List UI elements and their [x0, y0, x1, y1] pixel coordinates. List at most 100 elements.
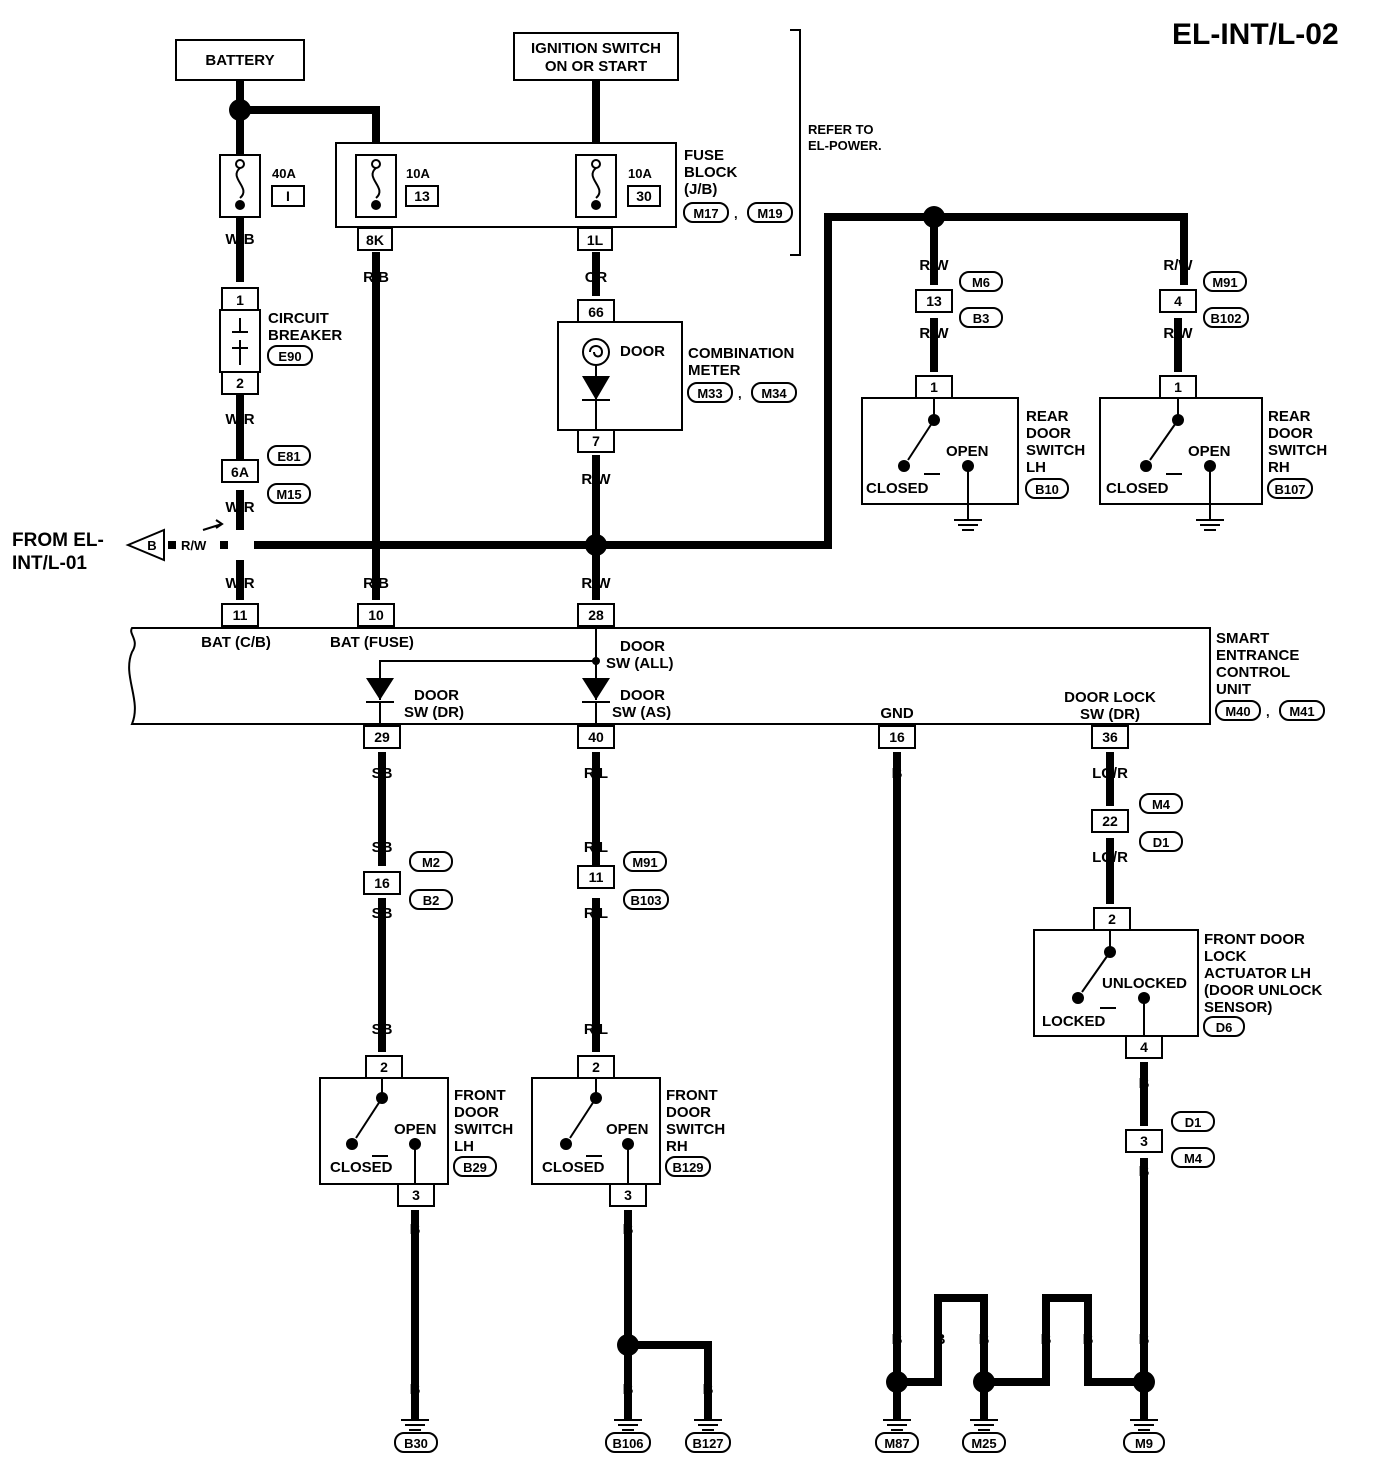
unit-pin16-box: [878, 725, 916, 749]
j6a-c2-tag: [267, 483, 311, 504]
unit-label-4: UNIT: [1216, 681, 1251, 698]
j4-c1: M91: [1212, 275, 1237, 290]
ignition-switch-box: [513, 32, 679, 81]
wire-rl-3: R/L: [584, 905, 608, 922]
j16-c1-tag: [409, 851, 453, 872]
j11-box: [577, 865, 615, 889]
pin-8k: 8K: [366, 232, 384, 248]
j22-c2-tag: [1139, 831, 1183, 852]
wire-sb-3: SB: [372, 905, 393, 922]
fuse-40a-amp: 40A: [272, 166, 296, 181]
wire-b-actuator: B: [1139, 1075, 1150, 1092]
front-rh-closed: CLOSED: [542, 1159, 605, 1176]
ground-m25: M25: [971, 1436, 996, 1451]
fuse-40a-id: I: [286, 188, 290, 204]
rear-rh-conn-tag: [1267, 478, 1313, 499]
ignition-label-line2: ON OR START: [545, 58, 647, 75]
battery-junction-dot: [229, 99, 251, 121]
unit-pin10-box: [357, 603, 395, 627]
wire-lgr-2: LG/R: [1092, 849, 1128, 866]
ground-m9: M9: [1135, 1436, 1153, 1451]
cb-pin2-box: [221, 371, 259, 395]
fuse-block-conn2: M19: [757, 206, 782, 221]
wire-b-gbus-4: B: [1083, 1331, 1094, 1348]
unit-label-2: ENTRANCE: [1216, 647, 1299, 664]
circuit-breaker-symbol: [232, 318, 248, 365]
j13-c2-tag: [959, 307, 1003, 328]
ground-m87: M87: [884, 1436, 909, 1451]
pin-8k-box: [357, 227, 393, 251]
wire-b-gbus-3: B: [1041, 1331, 1052, 1348]
unit-lock-sw-1: DOOR LOCK: [1064, 689, 1156, 706]
rear-rh-label-3: SWITCH: [1268, 442, 1327, 459]
cb-label-line2: BREAKER: [268, 327, 342, 344]
refer-line1: REFER TO: [808, 122, 874, 137]
fuse-10a-30: [575, 154, 617, 218]
fuse-40a-id-box: [271, 185, 305, 207]
cb-label-line1: CIRCUIT: [268, 310, 329, 327]
j13-c1: M6: [972, 275, 990, 290]
wire-b-b127: B: [703, 1381, 714, 1398]
diode-dr-icon: [366, 678, 394, 700]
meter-conn2-tag: [751, 382, 797, 403]
diode-as-icon: [582, 678, 610, 700]
combination-meter-box: [557, 321, 683, 431]
unit-door-sw-dr-1: DOOR: [414, 687, 459, 704]
from-ref-wire-stub2: [220, 541, 228, 549]
meter-label-line2: METER: [688, 362, 741, 379]
wire-rl-4: R/L: [584, 1021, 608, 1038]
meter-label-line1: COMBINATION: [688, 345, 794, 362]
front-rh-open: OPEN: [606, 1121, 649, 1138]
wire-wr-1: W/R: [225, 411, 254, 428]
unit-door-sw-all-2: SW (ALL): [606, 655, 673, 672]
wire-rb-top: R/B: [363, 269, 389, 286]
j4-pin: 4: [1174, 293, 1182, 309]
wire-rw-rear-lh-1: R/W: [919, 257, 949, 274]
j3-c2-tag: [1171, 1147, 1215, 1168]
unit-bat-fuse: BAT (FUSE): [330, 634, 414, 651]
front-lh-open: OPEN: [394, 1121, 437, 1138]
rear-door-junction-dot: [923, 206, 945, 228]
ground-junction-dot: [617, 1334, 639, 1356]
unit-bat-cb: BAT (C/B): [201, 634, 271, 651]
j13-c1-tag: [959, 271, 1003, 292]
fuse-40a: [219, 154, 261, 218]
refer-line2: EL-POWER.: [808, 138, 882, 153]
j4-c1-tag: [1203, 271, 1247, 292]
rear-lh-closed: CLOSED: [866, 480, 929, 497]
front-rh-pin3: 3: [624, 1187, 632, 1203]
control-unit-box: [128, 627, 1211, 725]
front-rh-pin2: 2: [592, 1059, 600, 1075]
rear-lh-label-2: DOOR: [1026, 425, 1071, 442]
fuse-30-id: 30: [636, 188, 652, 204]
wire-b-frh-2: B: [623, 1381, 634, 1398]
front-lh-label-4: LH: [454, 1138, 474, 1155]
j11-pin: 11: [589, 869, 604, 885]
meter-pin66: 66: [588, 304, 604, 320]
unit-door-sw-as-2: SW (AS): [612, 704, 671, 721]
unit-label-1: SMART: [1216, 630, 1269, 647]
j22-c2: D1: [1153, 835, 1170, 850]
unit-label-3: CONTROL: [1216, 664, 1290, 681]
wire-rw-rear-rh-2: R/W: [1163, 325, 1193, 342]
unit-pin29-box: [363, 725, 401, 749]
actuator-label-2: LOCK: [1204, 948, 1247, 965]
actuator-label-3: ACTUATOR LH: [1204, 965, 1311, 982]
front-lh-label-2: DOOR: [454, 1104, 499, 1121]
wire-wr-3: W/R: [225, 575, 254, 592]
fuse-block-comma: ,: [734, 206, 738, 221]
from-ref-arrow-tag: [125, 528, 165, 562]
front-rh-label-3: SWITCH: [666, 1121, 725, 1138]
pin-1l-box: [577, 227, 613, 251]
fuse-block-line2: BLOCK: [684, 164, 737, 181]
ground-b127-tag: [685, 1432, 731, 1453]
rear-lh-switch-box: [861, 397, 1019, 505]
ground-b30: B30: [404, 1436, 428, 1451]
j11-c2: B103: [630, 893, 661, 908]
wire-rl-1: R/L: [584, 765, 608, 782]
j16-c2: B2: [423, 893, 440, 908]
unit-pin28-box: [577, 603, 615, 627]
front-lh-pin3: 3: [412, 1187, 420, 1203]
rear-rh-label-1: REAR: [1268, 408, 1311, 425]
battery-label: BATTERY: [205, 52, 274, 69]
